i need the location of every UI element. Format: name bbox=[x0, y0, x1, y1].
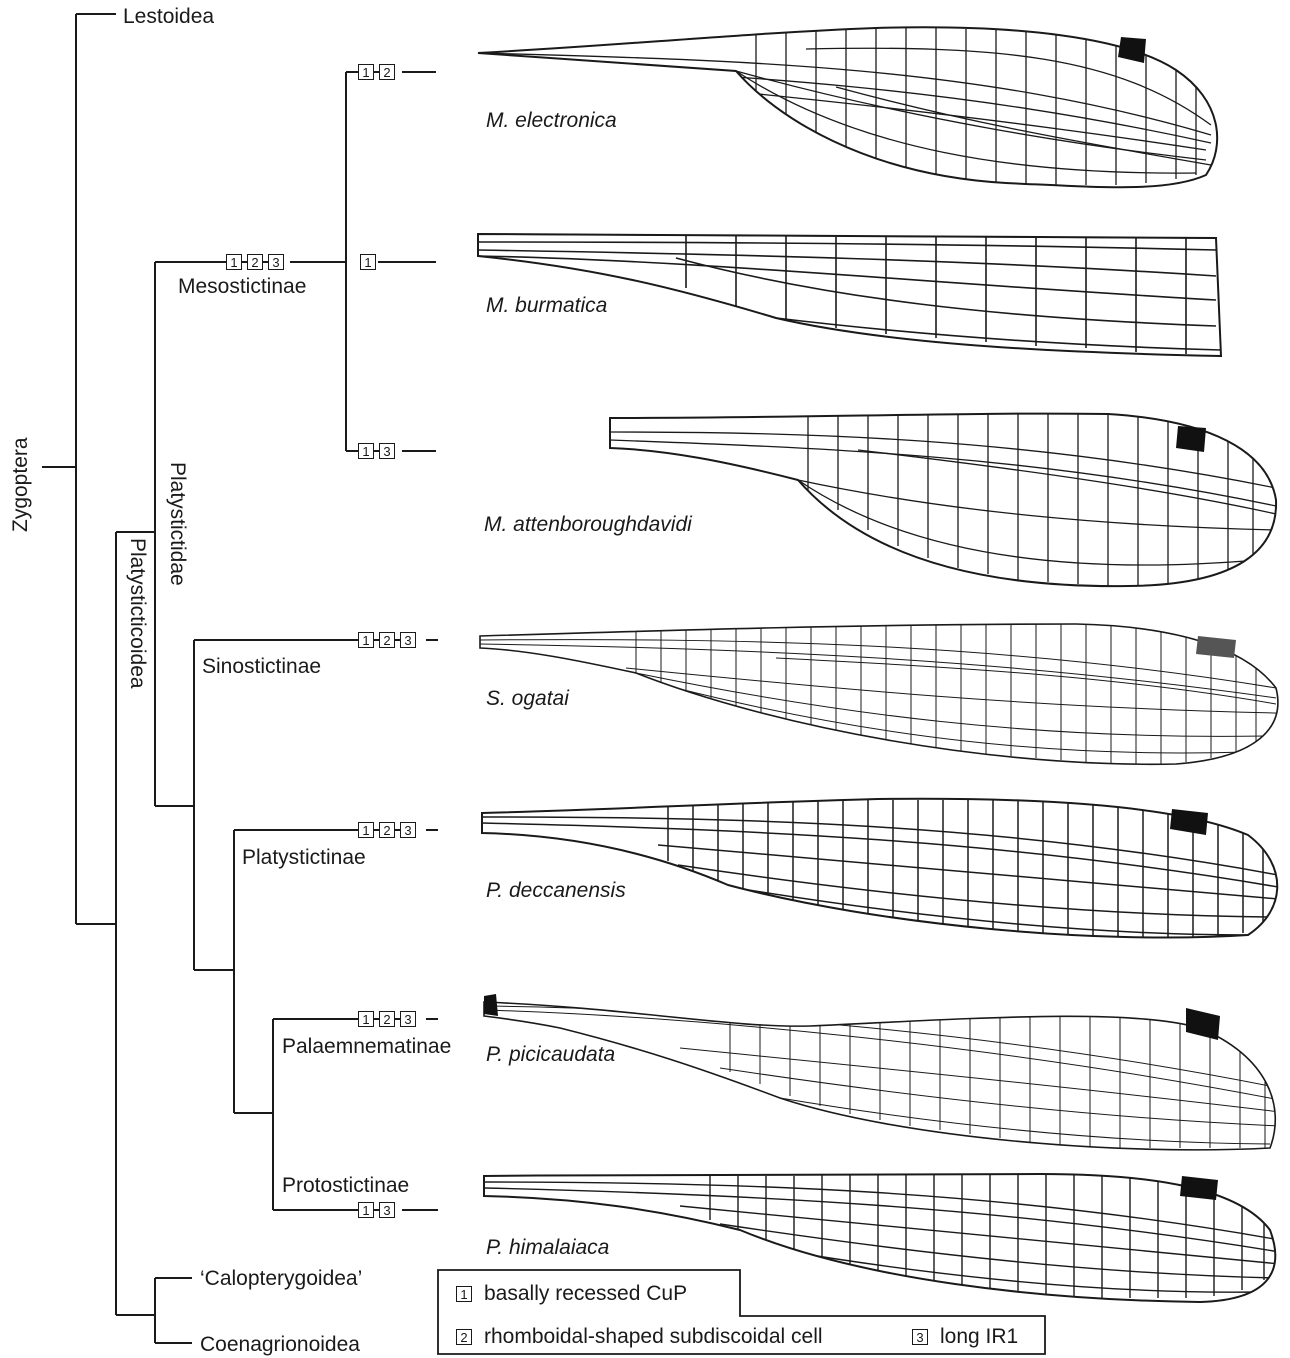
legend-text-2: rhomboidal-shaped subdiscoidal cell bbox=[484, 1325, 823, 1349]
legend-box-3: 3 bbox=[912, 1329, 928, 1345]
legend-item-2: 2 rhomboidal-shaped subdiscoidal cell bbox=[456, 1325, 823, 1349]
legend-text-1: basally recessed CuP bbox=[484, 1282, 687, 1306]
legend-box-1: 1 bbox=[456, 1286, 472, 1302]
legend-text-3: long IR1 bbox=[940, 1325, 1018, 1349]
legend-box-2: 2 bbox=[456, 1329, 472, 1345]
legend-item-1: 1 basally recessed CuP bbox=[456, 1282, 687, 1306]
legend-item-3: 3 long IR1 bbox=[912, 1325, 1018, 1349]
